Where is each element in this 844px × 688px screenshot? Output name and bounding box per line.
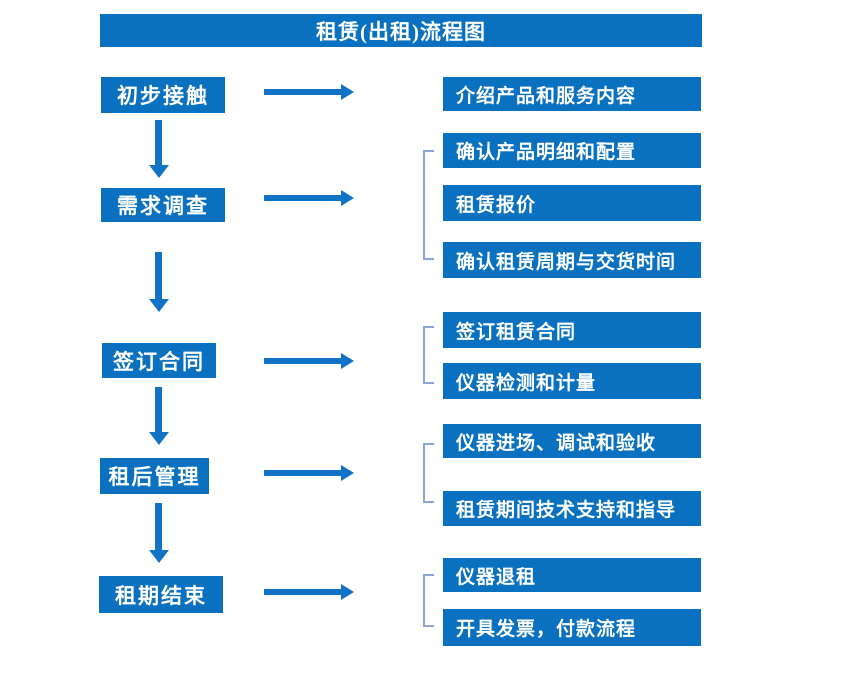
arrow-head (149, 432, 169, 445)
flow-arrow-down (149, 120, 169, 178)
arrow-head (149, 299, 169, 312)
flow-arrow-down (149, 503, 169, 563)
output-box-confirm-product-details: 确认产品明细和配置 (443, 133, 701, 168)
output-box-introduce-products: 介绍产品和服务内容 (443, 77, 701, 111)
arrow-head (341, 465, 354, 481)
step-box-demand-survey: 需求调查 (101, 188, 225, 222)
arrow-head (341, 190, 354, 206)
output-box-rental-quote: 租赁报价 (443, 185, 701, 221)
step-box-post-rental-management: 租后管理 (100, 458, 209, 494)
arrow-head (341, 84, 354, 100)
step-box-lease-end: 租期结束 (99, 576, 223, 613)
arrow-shaft (264, 89, 342, 95)
arrow-shaft (264, 589, 342, 595)
output-box-instrument-testing: 仪器检测和计量 (443, 363, 701, 399)
arrow-shaft (155, 503, 162, 551)
flow-arrow-right (264, 84, 354, 100)
arrow-head (149, 165, 169, 178)
group-bracket (423, 443, 434, 503)
arrow-shaft (155, 120, 162, 166)
arrow-shaft (155, 252, 162, 300)
flow-arrow-down (149, 252, 169, 312)
arrow-shaft (264, 358, 342, 364)
arrow-head (341, 584, 354, 600)
arrow-shaft (264, 195, 342, 201)
output-box-confirm-period-delivery: 确认租赁周期与交货时间 (443, 242, 701, 278)
arrow-head (341, 353, 354, 369)
output-box-rental-tech-support: 租赁期间技术支持和指导 (443, 491, 701, 526)
flowchart-title: 租赁(出租)流程图 (100, 14, 702, 47)
arrow-shaft (155, 387, 162, 433)
flow-arrow-right (264, 584, 354, 600)
group-bracket (423, 326, 434, 384)
flow-arrow-right (264, 190, 354, 206)
group-bracket (423, 574, 434, 627)
output-box-instrument-setup-acceptance: 仪器进场、调试和验收 (443, 424, 701, 458)
step-box-sign-contract: 签订合同 (102, 343, 216, 378)
flow-arrow-down (149, 387, 169, 445)
arrow-head (149, 550, 169, 563)
group-bracket (423, 150, 434, 260)
flow-arrow-right (264, 353, 354, 369)
flow-arrow-right (264, 465, 354, 481)
step-box-initial-contact: 初步接触 (101, 77, 225, 113)
output-box-instrument-return: 仪器退租 (443, 558, 701, 592)
arrow-shaft (264, 470, 342, 476)
output-box-invoice-payment: 开具发票，付款流程 (443, 609, 701, 646)
output-box-sign-rental-contract: 签订租赁合同 (443, 312, 701, 348)
